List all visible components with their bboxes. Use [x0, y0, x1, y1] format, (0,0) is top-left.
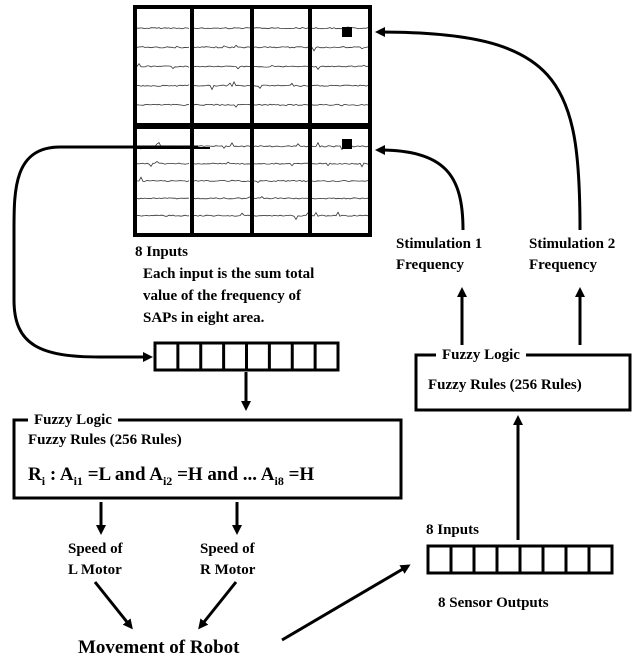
rule-a1-val: =L and — [83, 464, 149, 485]
left-motor-line-1: Speed of — [68, 540, 123, 559]
mea-inputs-label: 8 Inputs — [135, 243, 188, 262]
movement-of-robot-label: Movement of Robot — [78, 636, 239, 660]
mea-recording-image — [135, 7, 370, 235]
fuzzy-left-rules: Fuzzy Rules (256 Rules) — [28, 431, 182, 450]
stim-marker-1 — [342, 27, 352, 37]
stimulation-2-line-1: Stimulation 2 — [529, 235, 615, 254]
arrow-stim1-to-mea — [378, 150, 463, 230]
rule-a2: A — [149, 464, 163, 485]
mea-description-line-3: SAPs in eight area. — [143, 309, 264, 328]
fuzzy-right-title: Fuzzy Logic — [436, 346, 526, 364]
right-motor-line-1: Speed of — [200, 540, 255, 559]
arrow-left-motor-to-movement — [95, 582, 131, 627]
sensor-outputs-label: 8 Sensor Outputs — [438, 594, 549, 613]
mea-description-line-1: Each input is the sum total — [143, 265, 314, 284]
rule-a2-sub: i2 — [163, 474, 172, 488]
sensor-inputs-label: 8 Inputs — [426, 521, 479, 540]
rule-a1-sub: i1 — [74, 474, 83, 488]
stimulation-1-line-2: Frequency — [396, 256, 464, 275]
input-bar-top — [155, 343, 338, 370]
left-motor-line-2: L Motor — [68, 561, 122, 580]
rule-r: R — [28, 464, 42, 485]
fuzzy-rule-expression: Ri : Ai1 =L and Ai2 =H and ... Ai8 =H — [28, 463, 314, 493]
rule-a2-val: =H and ... — [172, 464, 260, 485]
rule-sep: : — [45, 464, 60, 485]
fuzzy-left-title: Fuzzy Logic — [28, 411, 118, 429]
rule-a8-sub: i8 — [275, 474, 284, 488]
fuzzy-right-rules: Fuzzy Rules (256 Rules) — [428, 376, 582, 395]
arrow-movement-to-sensors — [282, 566, 408, 640]
stim-marker-2 — [342, 139, 352, 149]
arrow-right-motor-to-movement — [200, 582, 236, 627]
rule-a8-val: =H — [284, 464, 314, 485]
arrow-stim2-to-mea — [378, 32, 580, 230]
stimulation-1-line-1: Stimulation 1 — [396, 235, 482, 254]
right-motor-line-2: R Motor — [200, 561, 255, 580]
mea-description-line-2: value of the frequency of — [143, 287, 301, 306]
rule-a1: A — [60, 464, 74, 485]
sensor-bar — [428, 546, 612, 573]
rule-a8: A — [261, 464, 275, 485]
stimulation-2-line-2: Frequency — [529, 256, 597, 275]
